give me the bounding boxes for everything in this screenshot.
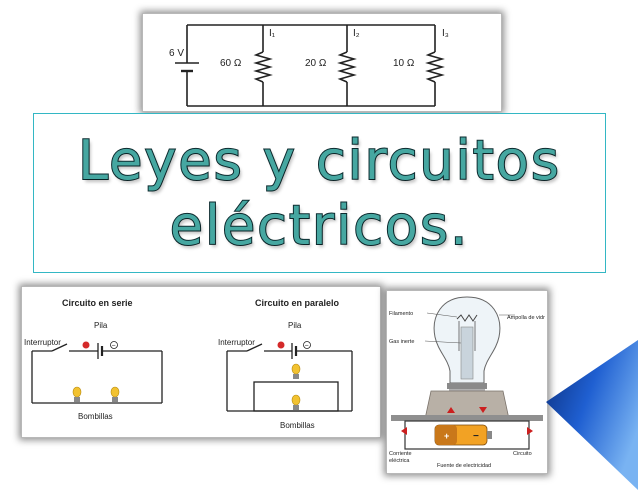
series-bulbs-label: Bombillas (78, 412, 113, 421)
series-bulb-2-icon (110, 386, 120, 402)
corner-arrow-icon (546, 340, 638, 490)
parallel-bulb-2-icon (291, 394, 301, 410)
parallel-bulbs-label: Bombillas (280, 421, 315, 430)
series-title: Circuito en serie (62, 298, 133, 308)
title-box: Leyes y circuitos eléctricos. (33, 113, 606, 273)
series-parallel-diagram: Circuito en serie Pila Interruptor − Bom… (24, 298, 353, 430)
label-filament: Filamento (389, 311, 413, 317)
parallel-bulb-1-icon (291, 363, 301, 379)
parallel-plus-terminal (277, 341, 285, 349)
label-source: Fuente de electricidad (437, 463, 491, 469)
label-glass-bulb: Ampolla de vidr (507, 315, 545, 321)
battery-plus-sign: + (444, 431, 449, 441)
resistor-1-value: 60 Ω (220, 58, 242, 69)
label-inert-gas: Gas inerte (389, 339, 414, 345)
resistor-circuit-diagram: 6 V 60 Ω 20 Ω 10 Ω I₁ I₂ I₃ (169, 24, 449, 107)
series-minus-sign: − (112, 343, 116, 350)
parallel-minus-sign: − (305, 343, 309, 350)
series-minus-terminal (110, 341, 118, 349)
series-switch-label: Interruptor (24, 338, 61, 347)
label-current: Corriente (389, 451, 412, 457)
resistor-3-value: 10 Ω (393, 58, 415, 69)
battery-minus-sign: − (473, 431, 479, 442)
title-line-2: eléctricos. (169, 194, 470, 257)
parallel-switch-label: Interruptor (218, 338, 255, 347)
label-circuit: Circuito (513, 451, 532, 457)
current-2-label: I₂ (353, 28, 360, 39)
parallel-battery-label: Pila (288, 321, 302, 330)
series-bulb-1-icon (72, 386, 82, 402)
title-line-1: Leyes y circuitos (77, 129, 561, 192)
light-bulb-diagram: + − Filamento Ampolla de vidr Gas inerte… (387, 291, 547, 473)
parallel-title: Circuito en paralelo (255, 298, 340, 308)
label-electric: eléctrica (389, 458, 410, 464)
battery-icon: + − (434, 424, 492, 446)
resistor-2-value: 20 Ω (305, 58, 327, 69)
parallel-resistor-circuit: 6 V 60 Ω 20 Ω 10 Ω I₁ I₂ I₃ (143, 14, 501, 111)
series-battery-label: Pila (94, 321, 108, 330)
current-3-label: I₃ (442, 28, 449, 39)
parallel-minus-terminal (303, 341, 311, 349)
current-arrows (401, 407, 533, 435)
current-1-label: I₁ (269, 28, 276, 39)
series-parallel-circuits: Circuito en serie Pila Interruptor − Bom… (22, 287, 380, 437)
voltage-label: 6 V (169, 48, 184, 59)
light-bulb-illustration: + − Filamento Ampolla de vidr Gas inerte… (389, 296, 545, 469)
series-plus-terminal (82, 341, 90, 349)
